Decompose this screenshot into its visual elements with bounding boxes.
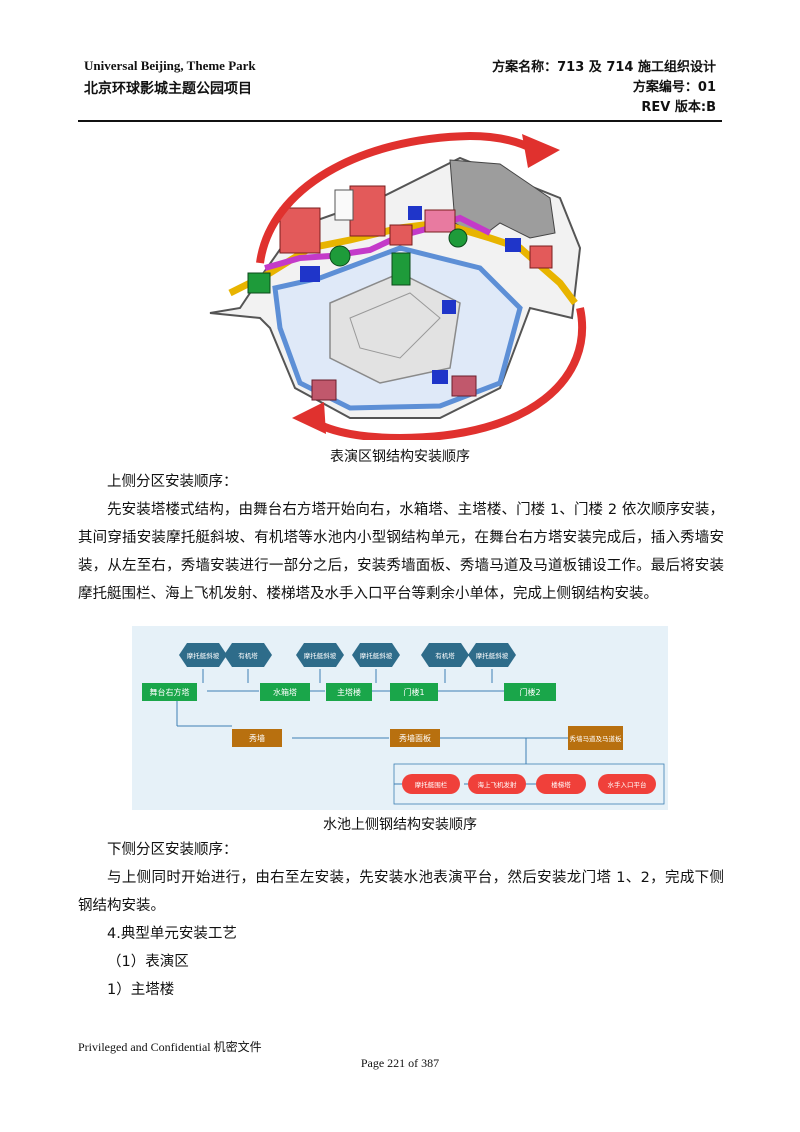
node-label: 秀墙面板 <box>399 733 431 743</box>
blue-block-4 <box>432 370 448 384</box>
green-block-4 <box>448 228 468 248</box>
diamond-tag: 摩托艇斜坡 <box>352 643 400 667</box>
node-label: 主塔楼 <box>337 687 361 697</box>
header-left: Universal Beijing, Theme Park 北京环球影城主题公园… <box>84 58 256 98</box>
confidential-note: Privileged and Confidential 机密文件 <box>78 1040 262 1054</box>
blue-block-3 <box>442 300 456 314</box>
header-rule <box>78 120 722 122</box>
node-label: 摩托艇围栏 <box>415 780 448 789</box>
node-seaplane-launch: 海上飞机发射 <box>468 774 526 794</box>
flowchart: 摩托艇斜坡 有机塔 摩托艇斜坡 摩托艇斜坡 有机塔 摩托艇斜坡 舞台右方塔 水箱塔 主塔楼… <box>132 626 668 810</box>
node-show-wall-catwalk: 秀墙马道及马道板 <box>568 726 623 750</box>
diamond-label: 有机塔 <box>435 651 455 660</box>
node-sailor-entrance: 水手入口平台 <box>598 774 656 794</box>
red-block-5 <box>529 245 553 269</box>
white-block <box>334 189 354 221</box>
lower-section-title: 下侧分区安装顺序： <box>107 842 238 858</box>
project-name-cn: 北京环球影城主题公园项目 <box>84 81 252 97</box>
diamond-label: 有机塔 <box>238 651 258 660</box>
diamond-label: 摩托艇斜坡 <box>304 651 337 660</box>
blue-block-2 <box>408 206 422 220</box>
node-water-tower: 水箱塔 <box>260 683 310 701</box>
red-group-frame <box>393 763 665 805</box>
green-block-3 <box>391 252 411 286</box>
node-label: 水手入口平台 <box>608 780 647 789</box>
arrow-top <box>256 131 537 264</box>
heading-4-1: （1）表演区 <box>107 954 189 970</box>
node-label: 秀墙 <box>249 733 265 743</box>
arrow-bottom-head <box>292 402 326 434</box>
node-label: 门楼1 <box>403 687 424 697</box>
project-name-en: Universal Beijing, Theme Park <box>84 58 256 73</box>
plan-name: 方案名称：713 及 714 施工组织设计 <box>492 60 716 75</box>
blue-block-5 <box>505 238 521 252</box>
node-label: 门楼2 <box>519 687 540 697</box>
diamond-label: 摩托艇斜坡 <box>476 651 509 660</box>
node-main-tower: 主塔楼 <box>326 683 372 701</box>
node-label: 水箱塔 <box>273 687 297 697</box>
node-show-wall-panel: 秀墙面板 <box>390 729 440 747</box>
arrow-top-head <box>522 134 560 168</box>
heading-4: 4.典型单元安装工艺 <box>107 926 237 942</box>
node-gate-2: 门楼2 <box>504 683 556 701</box>
red-block-2 <box>349 185 386 237</box>
node-show-wall: 秀墙 <box>232 729 282 747</box>
header-right: 方案名称：713 及 714 施工组织设计 方案编号：01 REV 版本:B <box>492 58 716 118</box>
node-moto-fence: 摩托艇围栏 <box>402 774 460 794</box>
upper-section-title: 上侧分区安装顺序： <box>107 474 238 490</box>
pod-left <box>311 379 337 401</box>
red-block-4 <box>424 209 456 233</box>
pod-right <box>451 375 477 397</box>
heading-4-1-1: 1）主塔楼 <box>107 982 175 998</box>
diamond-tag: 有机塔 <box>421 643 469 667</box>
diamond-tag: 有机塔 <box>224 643 272 667</box>
diamond-tag: 摩托艇斜坡 <box>296 643 344 667</box>
diamond-tag: 摩托艇斜坡 <box>468 643 516 667</box>
diamond-label: 摩托艇斜坡 <box>360 651 393 660</box>
node-gate-1: 门楼1 <box>390 683 438 701</box>
diamond-label: 摩托艇斜坡 <box>187 651 220 660</box>
site-plan-figure <box>209 131 587 440</box>
diamond-tag: 摩托艇斜坡 <box>179 643 227 667</box>
arrow-bottom <box>307 307 587 440</box>
red-block-3 <box>389 224 413 246</box>
flowchart-caption: 水池上侧钢结构安装顺序 <box>323 817 477 833</box>
upper-section-body: 先安装塔楼式结构，由舞台右方塔开始向右，水箱塔、主塔楼、门楼 1、门楼 2 依次… <box>78 502 724 602</box>
figure1-caption: 表演区钢结构安装顺序 <box>330 449 470 465</box>
node-label: 楼梯塔 <box>551 780 571 789</box>
green-block-1 <box>247 272 271 294</box>
node-label: 舞台右方塔 <box>150 687 190 697</box>
node-stair-tower: 楼梯塔 <box>536 774 586 794</box>
node-label: 海上飞机发射 <box>478 780 518 789</box>
red-block-1 <box>279 207 321 254</box>
blue-block-1 <box>300 266 320 282</box>
page-number: Page 221 of 387 <box>360 1056 440 1070</box>
node-stage-right-tower: 舞台右方塔 <box>142 683 197 701</box>
lower-section-body: 与上侧同时开始进行，由右至左安装，先安装水池表演平台，然后安装龙门塔 1、2，完… <box>78 870 724 914</box>
green-block-2 <box>329 245 351 267</box>
revision: REV 版本:B <box>641 100 716 115</box>
node-label: 秀墙马道及马道板 <box>570 734 623 743</box>
plan-number: 方案编号：01 <box>632 80 716 95</box>
